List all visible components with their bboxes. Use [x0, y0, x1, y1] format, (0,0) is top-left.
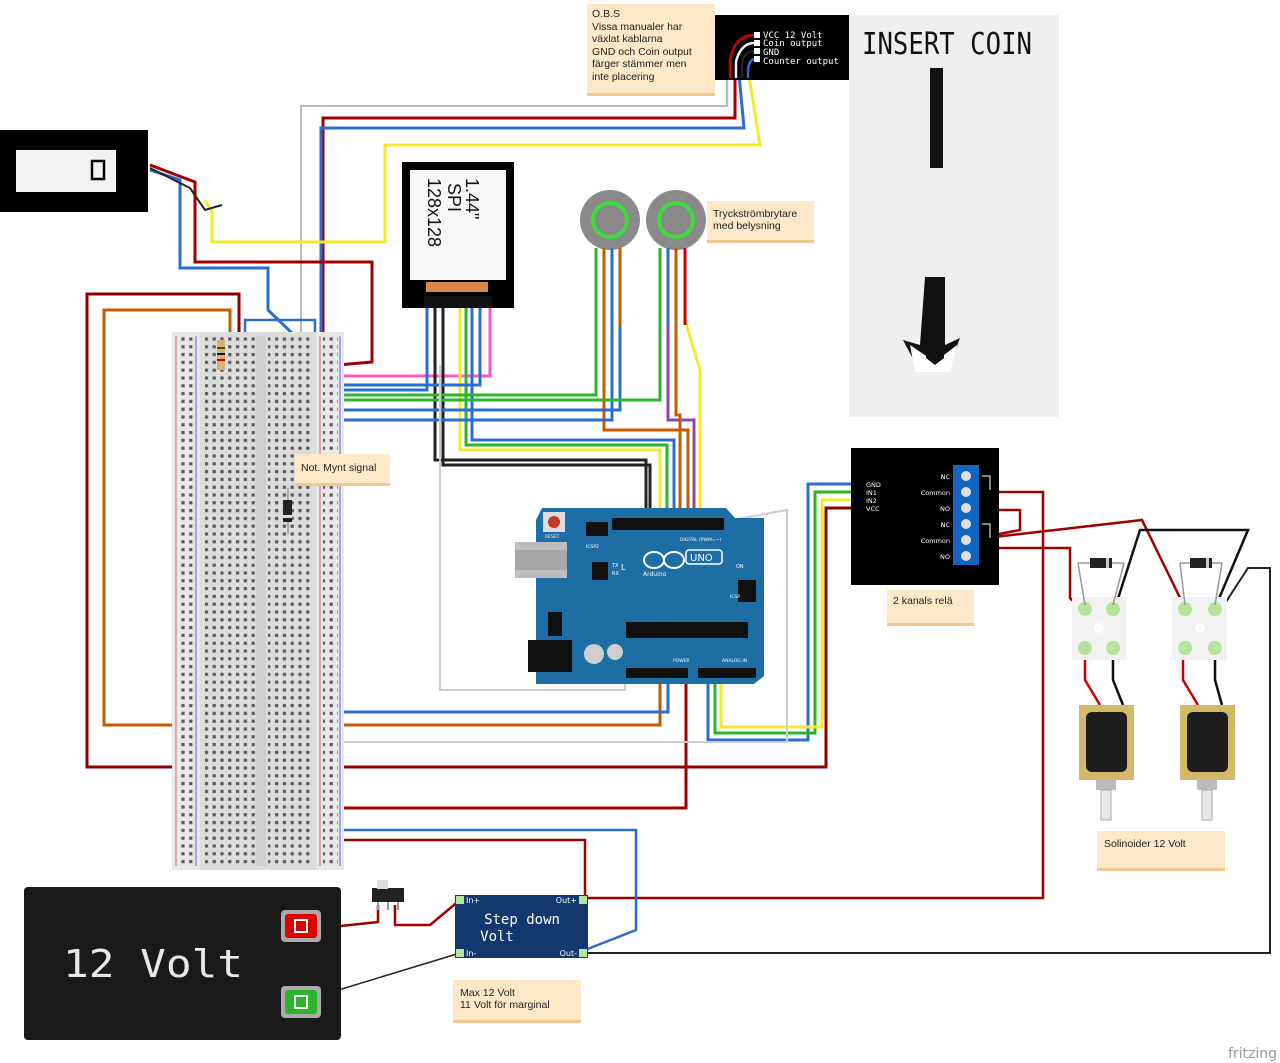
- svg-text:POWER: POWER: [673, 658, 690, 664]
- svg-text:Arduino: Arduino: [643, 571, 667, 578]
- svg-text:VCC 12 Volt: VCC 12 Volt: [763, 31, 823, 41]
- svg-text:ON: ON: [736, 564, 744, 570]
- svg-text:Coin output: Coin output: [763, 39, 823, 49]
- svg-text:Volt: Volt: [480, 929, 514, 945]
- svg-text:Counter output: Counter output: [763, 57, 839, 67]
- svg-text:UNO: UNO: [690, 553, 713, 564]
- note-buttons: Tryckströmbrytare med belysning: [707, 201, 814, 243]
- svg-text:Out+: Out+: [556, 896, 577, 905]
- tft-display: 1.44" SPI 128x128: [402, 162, 514, 308]
- svg-text:RX: RX: [612, 571, 619, 577]
- step-down-converter: In+ In- Out+ Out- Step down Volt: [455, 895, 588, 958]
- note-obs: O.B.S Vissa manualer har växlat kablarna…: [587, 4, 715, 96]
- coin-title: INSERT COIN: [862, 27, 1032, 62]
- svg-text:Max 12 Volt: Max 12 Volt: [460, 987, 515, 999]
- solenoid-1: [1079, 705, 1134, 821]
- svg-text:ANALOG IN: ANALOG IN: [722, 658, 747, 664]
- svg-text:RESET: RESET: [545, 534, 560, 540]
- coin-acceptor: INSERT COIN VCC 12 Volt Coin output GND …: [715, 15, 1059, 417]
- svg-text:GND: GND: [866, 481, 881, 489]
- svg-text:L: L: [621, 563, 626, 572]
- svg-text:128x128: 128x128: [424, 178, 444, 247]
- wires: [85, 38, 1271, 996]
- svg-text:IN2: IN2: [866, 497, 877, 505]
- note-coin-signal: Not. Mynt signal: [295, 454, 390, 486]
- push-button-1: [580, 190, 640, 325]
- svg-text:Not. Mynt signal: Not. Mynt signal: [301, 462, 376, 474]
- svg-text:Vissa manualer har: Vissa manualer har: [592, 21, 683, 33]
- note-solenoids: Solinoider 12 Volt: [1097, 831, 1225, 871]
- relay-module: NC Common NO NC Common NO GND IN1 IN2 VC…: [851, 448, 999, 585]
- svg-text:Tryckströmbrytare: Tryckströmbrytare: [713, 208, 797, 220]
- svg-text:Solinoider 12 Volt: Solinoider 12 Volt: [1104, 838, 1186, 850]
- battery-12v: 12 Volt: [24, 887, 341, 1040]
- push-button-2: [646, 190, 706, 325]
- svg-text:med belysning: med belysning: [713, 220, 781, 232]
- svg-text:NC: NC: [941, 473, 951, 481]
- diode: [283, 500, 292, 522]
- svg-text:ICSP2: ICSP2: [586, 544, 599, 550]
- coin-counter: [0, 130, 148, 212]
- svg-text:12 Volt: 12 Volt: [63, 942, 243, 986]
- slide-switch: [372, 880, 404, 910]
- svg-text:Out-: Out-: [560, 949, 578, 958]
- svg-text:VCC: VCC: [866, 505, 880, 513]
- terminal-block-2: [1172, 558, 1227, 660]
- svg-text:O.B.S: O.B.S: [592, 8, 620, 20]
- svg-text:Common: Common: [921, 489, 950, 497]
- svg-text:NO: NO: [940, 553, 950, 561]
- note-stepdown: Max 12 Volt 11 Volt för marginal: [453, 980, 581, 1023]
- note-relay: 2 kanals relä: [887, 590, 974, 626]
- svg-text:färger stämmer men: färger stämmer men: [592, 58, 687, 70]
- svg-text:1.44": 1.44": [462, 178, 482, 219]
- svg-text:2 kanals relä: 2 kanals relä: [893, 595, 953, 607]
- svg-text:NC: NC: [941, 521, 951, 529]
- svg-text:Common: Common: [921, 537, 950, 545]
- svg-text:Step down: Step down: [484, 912, 560, 928]
- svg-text:TX: TX: [611, 563, 619, 569]
- terminal-block-1: [1072, 558, 1127, 660]
- svg-text:IN1: IN1: [866, 489, 877, 497]
- svg-text:växlat kablarna: växlat kablarna: [592, 33, 663, 45]
- svg-text:NO: NO: [940, 505, 950, 513]
- svg-text:SPI: SPI: [444, 183, 464, 212]
- fritzing-logo: fritzing: [1228, 1046, 1277, 1062]
- svg-text:DIGITAL (PWM=~): DIGITAL (PWM=~): [680, 537, 721, 543]
- breadboard: [172, 332, 344, 870]
- svg-text:GND och Coin output: GND och Coin output: [592, 46, 692, 58]
- solenoid-2: [1180, 705, 1235, 821]
- svg-text:11 Volt för marginal: 11 Volt för marginal: [460, 999, 550, 1011]
- svg-text:GND: GND: [763, 48, 779, 58]
- svg-text:ICSP: ICSP: [730, 594, 740, 600]
- arduino-uno: RESET ICSP2 DIGITAL (PWM=~) L TX RX ON A…: [515, 508, 764, 684]
- svg-text:In-: In-: [466, 949, 476, 958]
- svg-text:inte placering: inte placering: [592, 71, 655, 83]
- svg-text:In+: In+: [466, 896, 480, 905]
